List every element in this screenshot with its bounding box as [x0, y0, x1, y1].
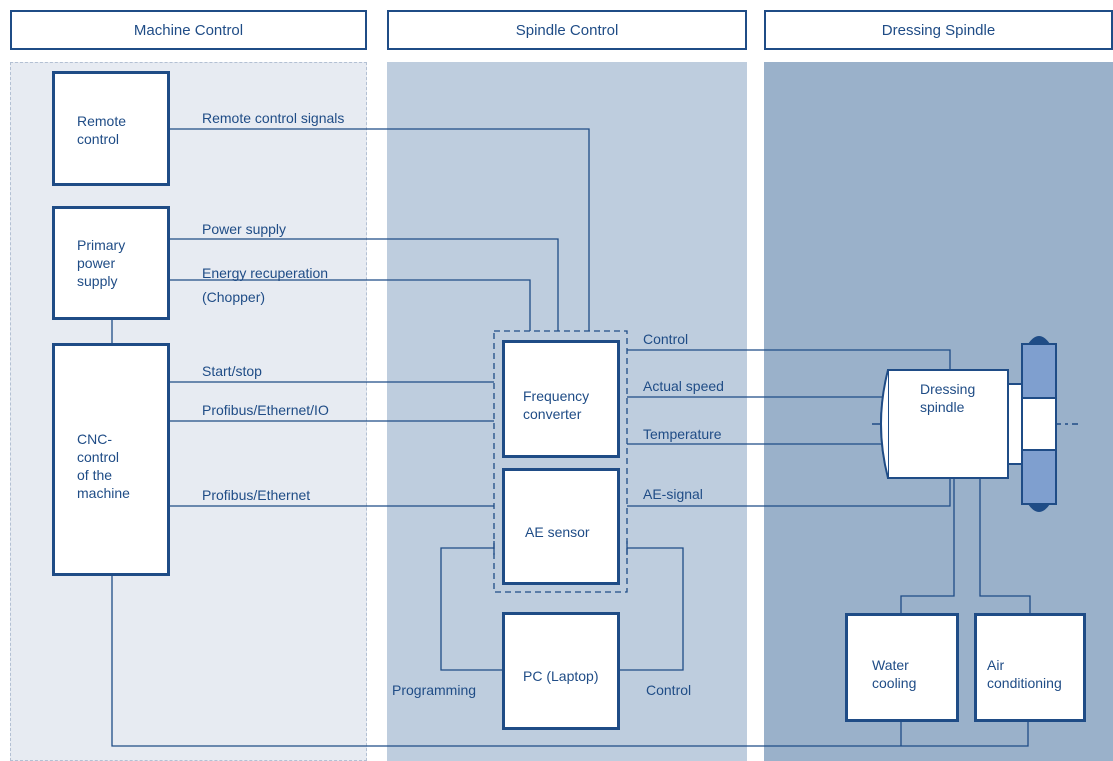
header-machine-control: Machine Control [10, 10, 367, 50]
primary-power-supply-label: Primary power supply [77, 237, 126, 289]
actual-speed-label: Actual speed [643, 378, 724, 394]
temperature-label: Temperature [643, 426, 722, 442]
converter-sensor-frame [493, 330, 628, 593]
dressing-spindle-label: Dressing spindle [920, 381, 976, 415]
ae-sensor-label: AE sensor [525, 524, 590, 540]
pc-laptop-box: PC (Laptop) [502, 612, 620, 730]
frequency-converter-box: Frequency converter [502, 340, 620, 458]
air-conditioning-label: Air conditioning [987, 657, 1062, 691]
profibus-ethernet-io-label: Profibus/Ethernet/IO [202, 402, 329, 418]
header-machine-control-label: Machine Control [133, 21, 244, 39]
header-spindle-control: Spindle Control [387, 10, 747, 50]
remote-control-box: Remote control [52, 71, 170, 186]
dressing-wheel-top-tip [1028, 336, 1050, 344]
header-dressing-spindle-label: Dressing Spindle [881, 21, 996, 39]
spindle-drawing [880, 336, 1057, 512]
energy-recuperation-line [168, 279, 531, 331]
dressing-wheel-hub [1021, 397, 1057, 451]
water-cooling-label: Water cooling [872, 657, 917, 691]
pc-laptop-label: PC (Laptop) [523, 668, 599, 684]
start-stop-label: Start/stop [202, 363, 262, 379]
profibus-ethernet-label: Profibus/Ethernet [202, 487, 311, 503]
power-supply-label: Power supply [202, 221, 287, 237]
programming-label: Programming [392, 682, 477, 698]
spindle-body [887, 369, 1009, 479]
primary-power-supply-box: Primary power supply [52, 206, 170, 320]
water-cooling-box: Water cooling [845, 613, 959, 722]
ae-signal-label: AE-signal [643, 486, 703, 502]
air-conditioning-box: Air conditioning [974, 613, 1086, 722]
control-line [627, 349, 951, 370]
control-loop-line [620, 547, 684, 671]
cnc-control-label: CNC- control of the machine [77, 431, 130, 501]
control-label: Control [643, 331, 689, 347]
remote-control-signals-line [168, 128, 590, 331]
air-conditioning-line [979, 478, 1031, 614]
header-spindle-control-label: Spindle Control [515, 21, 619, 39]
control-bottom-label: Control [646, 682, 692, 698]
spindle-front-cap [880, 369, 889, 479]
frequency-converter-label: Frequency converter [523, 388, 590, 422]
ae-signal-line [627, 478, 951, 507]
remote-control-label: Remote control [77, 113, 127, 147]
spindle-flange [1007, 383, 1023, 465]
energy-recuperation-label: Energy recuperation (Chopper) [202, 265, 329, 305]
water-cooling-line [900, 478, 955, 614]
power-supply-line [168, 238, 559, 331]
programming-line [440, 547, 503, 671]
cnc-return-line [111, 575, 1029, 747]
cnc-control-box: CNC- control of the machine [52, 343, 170, 576]
remote-control-signals-label: Remote control signals [202, 110, 345, 126]
dressing-wheel-bottom-tip [1028, 504, 1050, 512]
ae-sensor-box: AE sensor [502, 468, 620, 585]
header-dressing-spindle: Dressing Spindle [764, 10, 1113, 50]
